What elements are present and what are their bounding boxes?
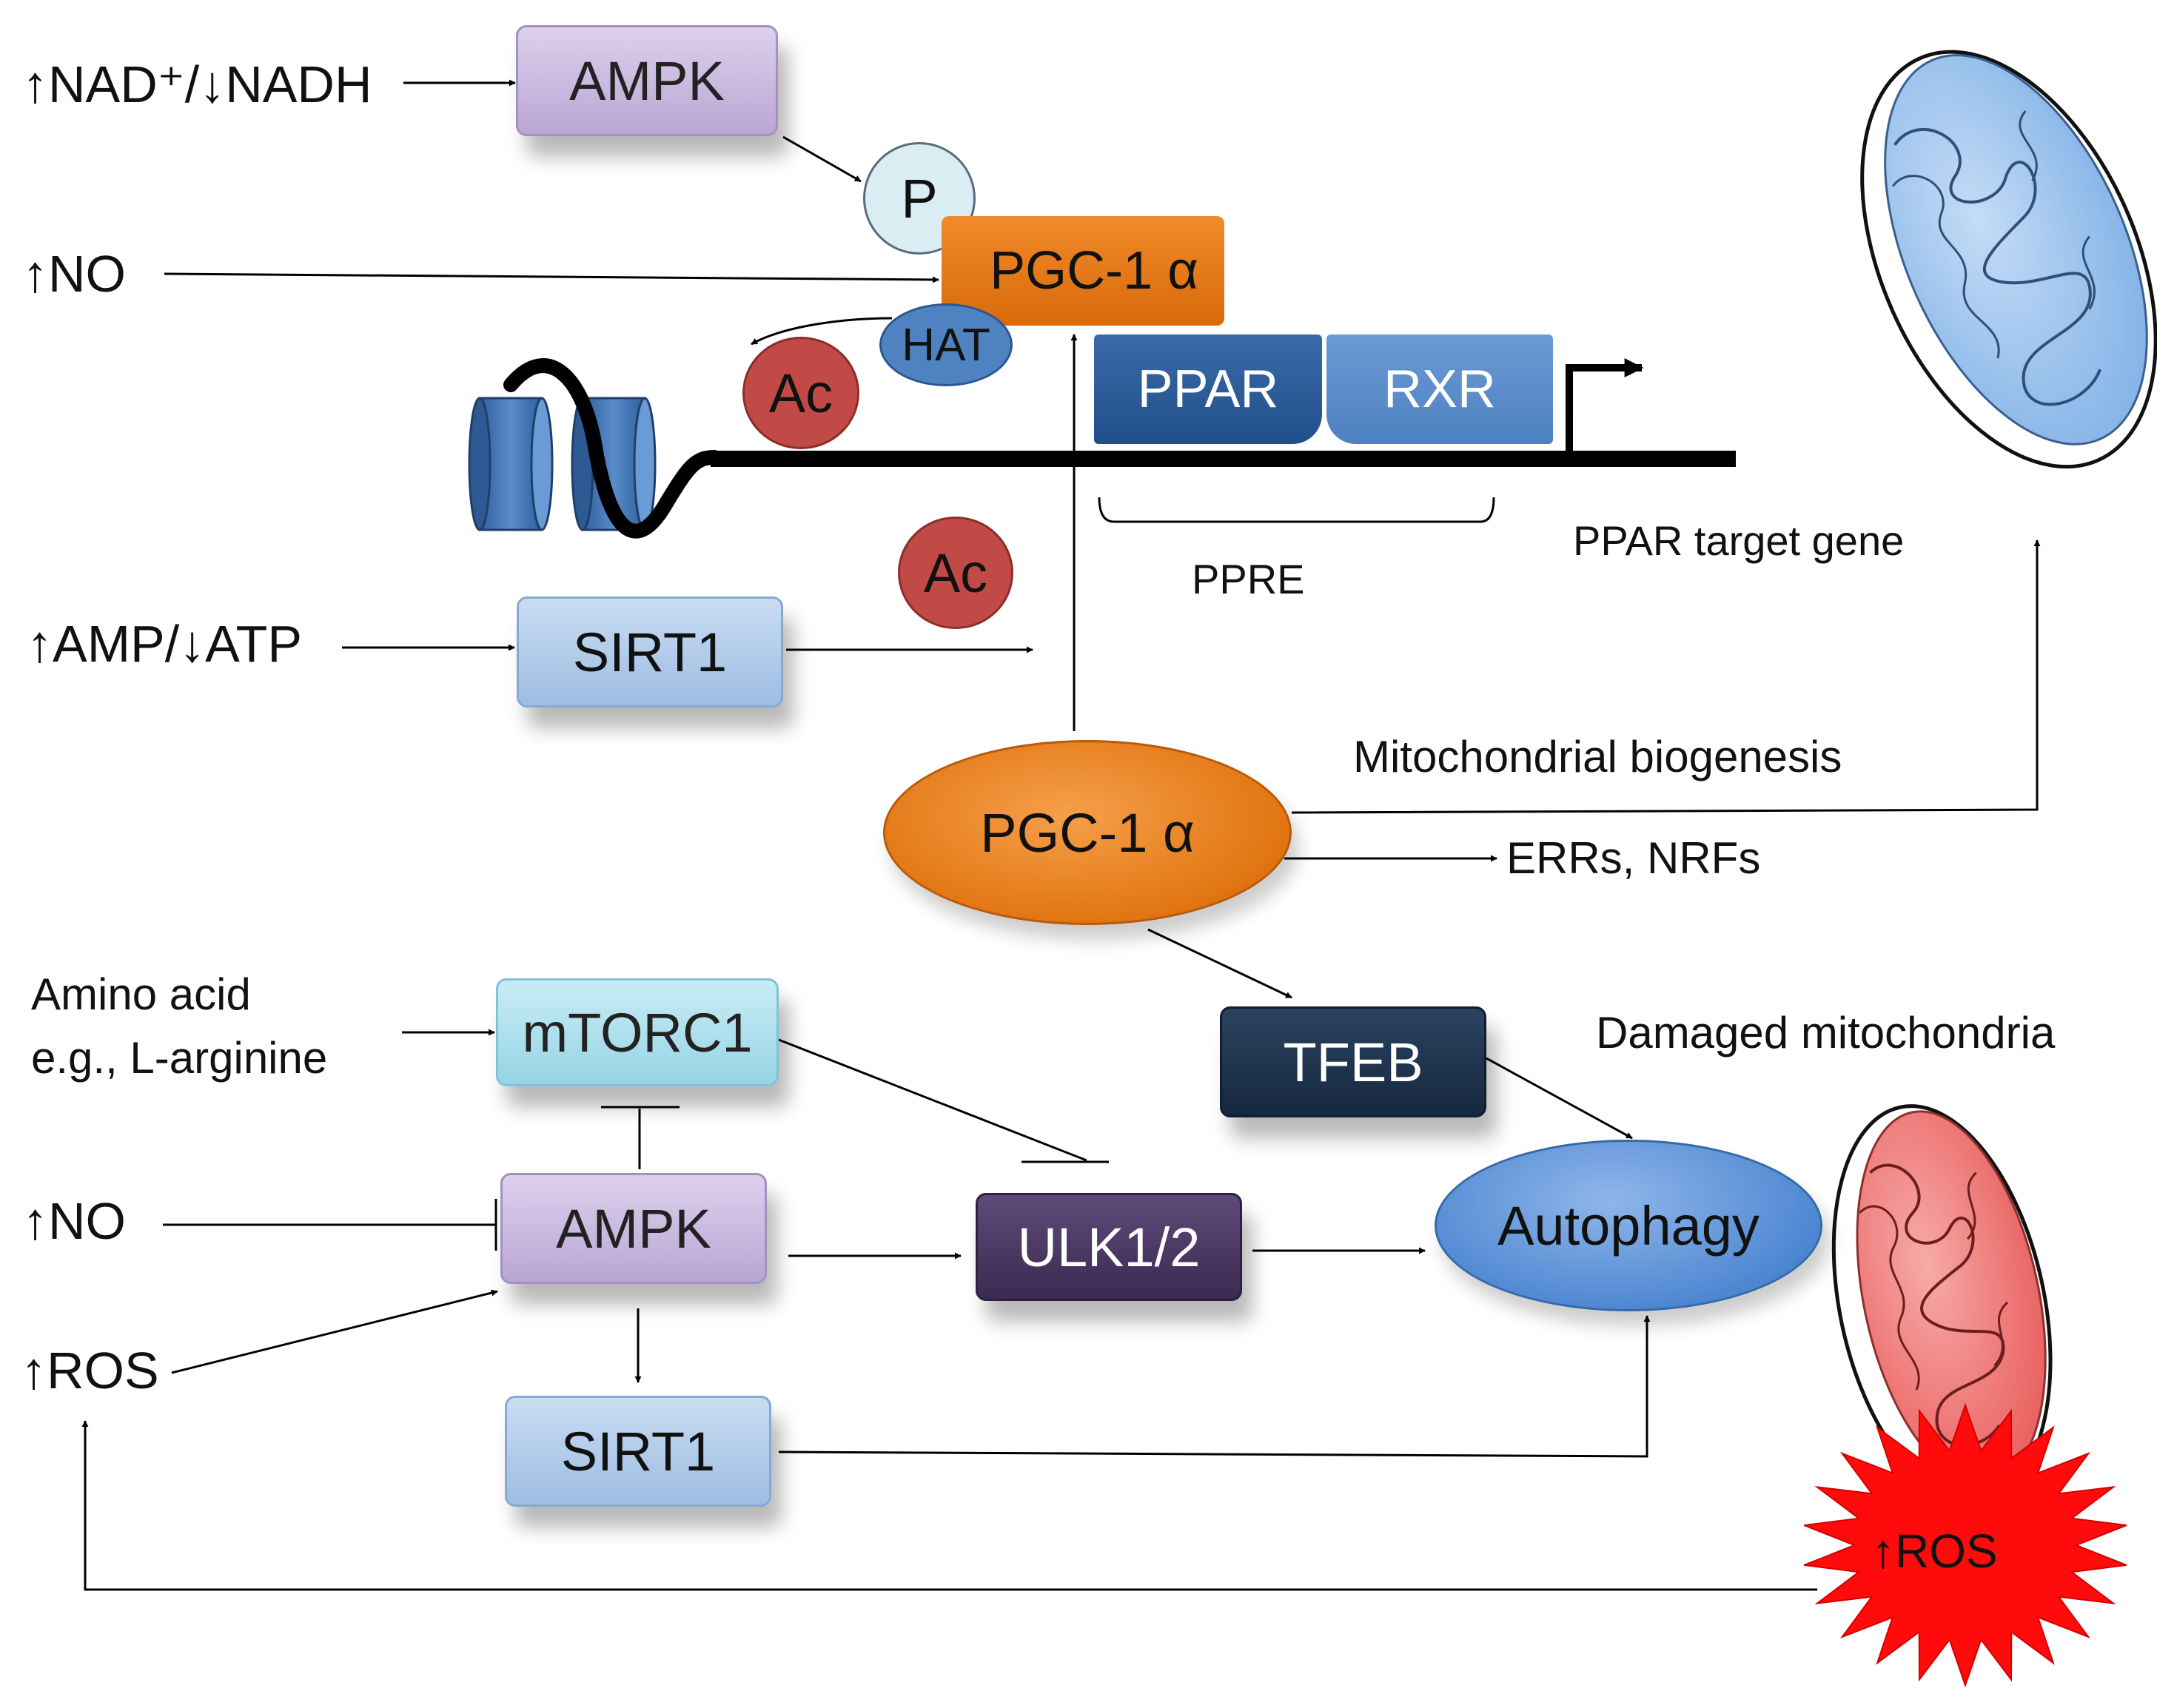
arrow-pgc1a-to-tfeb	[1147, 928, 1292, 999]
ampk-top-box: AMPK	[516, 25, 778, 136]
acetyl-circle-middle: Ac	[898, 517, 1013, 629]
nucleosome	[468, 358, 722, 539]
mtorc1-box: mTORC1	[496, 978, 779, 1086]
ros-left-label: ↑ROS	[21, 1342, 159, 1399]
acetyl-circle-top: Ac	[742, 337, 859, 449]
sirt1-top-box: SIRT1	[517, 596, 783, 707]
arrow-ros-feedback	[81, 1420, 1817, 1591]
dna-coil	[503, 358, 722, 539]
pgc1a-bound-box: PGC-1 α	[942, 216, 1224, 326]
rxr-box: RXR	[1326, 334, 1553, 444]
ppre-label: PPRE	[1192, 556, 1305, 602]
errs-nrfs-label: ERRs, NRFs	[1506, 833, 1761, 883]
inhibit-mtorc1-ulk	[778, 1038, 1087, 1162]
histone-left	[468, 397, 554, 531]
sirt1-bottom-box: SIRT1	[505, 1396, 771, 1507]
damaged-mitochondrion-icon	[1831, 1104, 2053, 1504]
arrow-ros-to-ampk	[171, 1289, 498, 1374]
healthy-mitochondrion-icon	[1860, 50, 2157, 469]
autophagy-ellipse: Autophagy	[1435, 1140, 1822, 1311]
tfeb-box: TFEB	[1220, 1006, 1486, 1117]
ros-burst-shape	[1803, 1402, 2127, 1688]
arrow-hat-to-ac	[751, 317, 893, 346]
arrow-biogenesis	[1291, 539, 2041, 814]
transcription-start-arrow	[1566, 358, 1644, 453]
no-bottom-label: ↑NO	[22, 1192, 126, 1250]
amp-label: ↑AMP/↓ATP	[27, 615, 303, 673]
mito-biogenesis-label: Mitochondrial biogenesis	[1353, 732, 1842, 781]
ampk-bottom-box: AMPK	[500, 1173, 767, 1284]
edges	[81, 79, 2041, 1591]
arrow-sirt1-to-autophagy	[778, 1315, 1651, 1458]
ulk-box: ULK1/2	[976, 1193, 1242, 1301]
pgc1a-ellipse: PGC-1 α	[883, 740, 1292, 925]
nad-label: ↑NAD⁺/↓NADH	[22, 56, 372, 113]
ppar-box: PPAR	[1094, 334, 1322, 444]
arrow-ampk-to-p	[782, 135, 862, 183]
arrow-no-to-pgc1a	[164, 272, 939, 283]
damaged-mito-label: Damaged mitochondria	[1596, 1008, 2056, 1058]
no-top-label: ↑NO	[22, 245, 126, 303]
hat-ellipse: HAT	[879, 303, 1013, 386]
arrow-tfeb-to-autophagy	[1486, 1057, 1633, 1140]
ppre-bracket	[1098, 497, 1495, 523]
phosphate-circle: P	[863, 142, 976, 255]
ros-burst-label: ↑ROS	[1871, 1524, 1998, 1578]
amino-acid-label-line2: e.g., L-arginine	[31, 1033, 328, 1083]
ppar-target-gene-label: PPAR target gene	[1573, 517, 1905, 564]
amino-acid-label-line1: Amino acid	[31, 969, 251, 1019]
dna-strand	[711, 358, 1736, 523]
